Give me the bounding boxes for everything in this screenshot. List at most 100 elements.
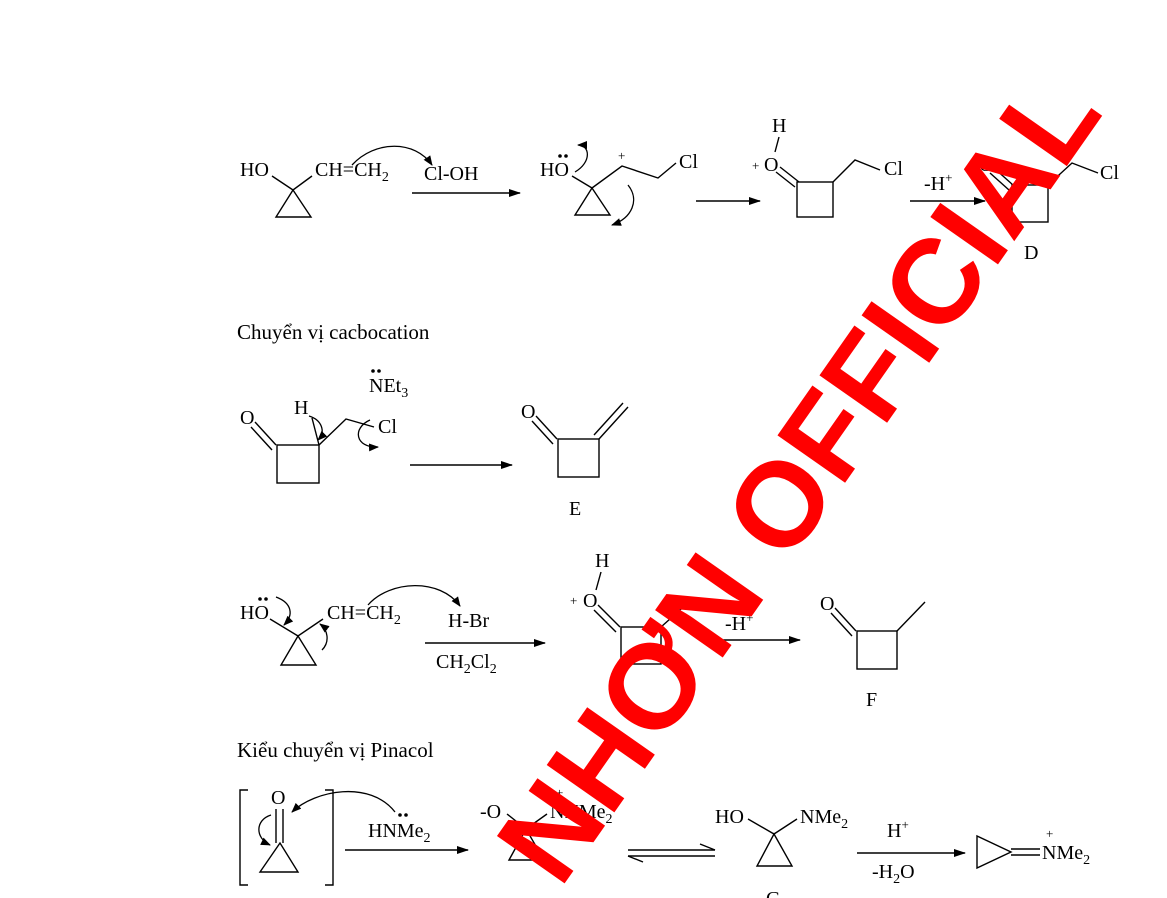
bond: [311, 417, 320, 446]
electron-arrow: [611, 184, 635, 226]
plus-charge: +: [618, 148, 625, 163]
bond: [571, 175, 593, 189]
label-cl: Cl: [679, 151, 698, 173]
equilibrium-bottom-head: [627, 855, 644, 863]
bond: [896, 601, 926, 632]
product-iminium: + NMe2: [976, 826, 1090, 870]
cyclopropane-ring: [279, 634, 318, 666]
electron-arrow: [351, 145, 433, 166]
label-nhme2: NHMe2: [550, 801, 613, 827]
bond: [598, 406, 629, 440]
label-h: H: [294, 397, 308, 419]
equilibrium-arrows: [627, 843, 716, 863]
bond: [775, 171, 796, 188]
cyclopropane-ring: [274, 188, 313, 218]
lone-pair: [371, 369, 375, 373]
product-d: O Cl D: [979, 154, 1119, 264]
reactant-vinylcyclopropanol: HO CH=CH2: [240, 159, 389, 218]
bond: [271, 175, 313, 191]
bond: [531, 420, 554, 445]
bond: [774, 136, 780, 153]
compound-label-f: F: [866, 689, 877, 711]
label-o: O: [240, 407, 254, 429]
label-o: O: [764, 154, 778, 176]
label-ho: HO: [240, 602, 269, 624]
cyclobutane-ring: [796, 181, 834, 218]
condition-minus-water: -H2O: [872, 861, 915, 887]
lone-pair: [564, 154, 568, 158]
compound-g: HO NMe2 G: [715, 806, 848, 898]
base-net3: NEt3: [369, 375, 408, 401]
bond: [993, 167, 1014, 186]
bond: [593, 402, 624, 436]
compound-label-d: D: [1024, 242, 1038, 264]
bond: [269, 618, 324, 637]
condition-h-plus: H+: [887, 817, 909, 842]
lone-pair: [558, 154, 562, 158]
bond: [660, 600, 691, 628]
intermediate-oxonium: H + O: [570, 550, 691, 665]
right-bracket: [325, 789, 334, 886]
cyclopropane-ring: [507, 827, 546, 861]
reagent-h-br: H-Br: [448, 610, 489, 632]
label-vinyl: CH=CH2: [327, 602, 401, 628]
label-ho: HO: [240, 159, 269, 181]
bond: [832, 159, 881, 183]
cyclobutane-ring: [276, 444, 320, 484]
intermediate-zwitterion: -O + NHMe2: [480, 785, 613, 861]
reactant-vinylcyclopropanol: HO CH=CH2: [240, 596, 401, 666]
bond: [747, 818, 798, 835]
plus-charge: +: [556, 785, 563, 800]
label-vinyl: CH=CH2: [315, 159, 389, 185]
lone-pair: [398, 813, 402, 817]
intermediate-oxonium: H + O Cl: [752, 115, 903, 218]
lone-pair: [404, 813, 408, 817]
label-o: O: [271, 787, 285, 809]
bond: [597, 604, 621, 628]
bond: [535, 415, 558, 440]
intermediate-carbocation: HO + Cl: [540, 141, 698, 226]
bond: [250, 426, 273, 451]
reactant-chloromethylcyclobutanone: O H Cl: [240, 397, 397, 484]
bond: [830, 612, 853, 637]
label-o: O: [583, 590, 597, 612]
bond: [591, 162, 677, 189]
step-label: -H+: [725, 610, 753, 635]
cyclopropane-ring: [258, 841, 300, 873]
section-title-pinacol: Kiểu chuyển vị Pinacol: [237, 738, 434, 762]
label-o-minus: -O: [480, 801, 501, 823]
electron-arrow: [258, 814, 272, 846]
solvent-ch2cl2: CH2Cl2: [436, 651, 497, 677]
product-f: O F: [820, 593, 926, 711]
step-label: -H+: [924, 170, 952, 195]
cyclobutane-ring: [557, 438, 600, 478]
reaction-1: HO CH=CH2 Cl-OH HO + Cl H + O: [240, 115, 1119, 264]
reaction-2: NEt3 O H Cl O E: [240, 369, 629, 520]
bond: [318, 418, 375, 446]
plus-charge: +: [752, 158, 759, 173]
bond: [989, 172, 1010, 191]
label-o: O: [979, 154, 993, 176]
label-o: O: [521, 401, 535, 423]
label-o: O: [820, 593, 834, 615]
bond: [1047, 162, 1099, 186]
label-h: H: [772, 115, 786, 137]
label-nme2: NMe2: [1042, 842, 1090, 868]
cyclobutane-ring: [856, 630, 898, 670]
watermark: NHƠN OFFICIAL: [472, 51, 1126, 898]
label-cl: Cl: [378, 416, 397, 438]
product-e: O E: [521, 401, 629, 520]
cyclopropane-ring: [976, 834, 1013, 870]
cyclobutane-ring: [1011, 184, 1049, 223]
label-ho: HO: [715, 806, 744, 828]
lone-pair: [264, 597, 268, 601]
bond: [254, 421, 277, 446]
reaction-4: O HNMe2 -O + NHMe2 HO NMe2: [239, 785, 1090, 898]
cyclopropanone-bracketed: O: [239, 787, 334, 886]
lone-pair: [377, 369, 381, 373]
electron-arrow: [357, 419, 379, 452]
label-nme2: NMe2: [800, 806, 848, 832]
bond: [593, 609, 617, 633]
bond: [595, 571, 602, 591]
reaction-3: HO CH=CH2 H-Br CH2Cl2 H + O -H+ O: [240, 550, 926, 711]
